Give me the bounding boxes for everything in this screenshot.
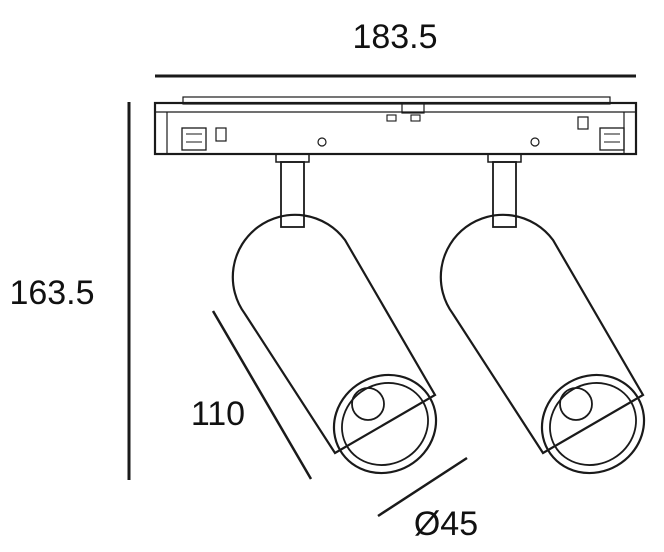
diameter-dimension-line	[377, 456, 468, 518]
height-dimension-label: 163.5	[9, 274, 94, 312]
spotlight-right	[439, 153, 646, 475]
diameter-dimension-label: Ø45	[414, 505, 478, 543]
width-dimension-label: 183.5	[352, 18, 437, 56]
spotlight-left	[231, 153, 438, 475]
length-dimension-line	[211, 310, 313, 480]
length-dimension-label: 110	[191, 395, 245, 433]
track-rail	[153, 96, 638, 156]
